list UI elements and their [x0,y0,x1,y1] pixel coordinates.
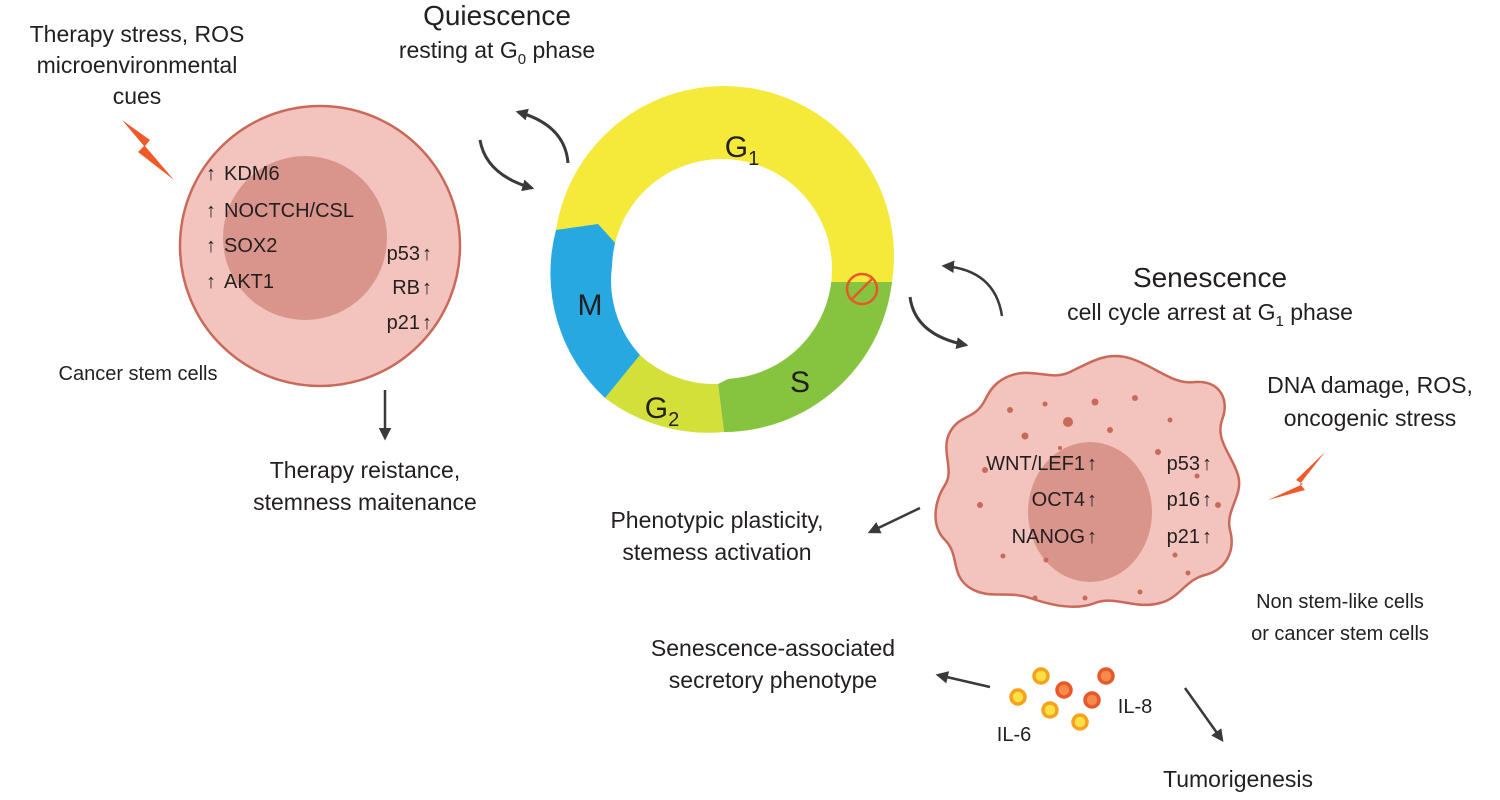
csc-gene-kdm6: KDM6 [224,163,280,185]
csc-genes-right: p53 ↑ RB ↑ p21 ↑ [387,243,432,334]
tumorigenesis-arrow [1183,687,1224,743]
sen-cell-label-line-1: Non stem-like cells [1256,591,1424,613]
phase-g1-label: G1 [725,131,759,170]
up-arrow-icon: ↑ [422,277,432,299]
csc-gene-rb: RB [392,277,420,299]
csc-stress-line-2: microenvironmental [37,52,238,78]
phase-g1-segment [556,86,894,282]
senescence-exit-arrow [941,260,1004,317]
csc-outcome-line-2: stemness maitenance [253,489,477,515]
sen-gene-p21: p21 [1167,526,1200,548]
senescence-entry-arrow [908,296,969,350]
plasticity-line-2: stemess activation [622,539,811,565]
cell-cycle-block-icon [845,272,879,306]
csc-stress-line-3: cues [113,83,162,109]
csc-gene-sox2: SOX2 [224,235,277,257]
sasp-line-1: Senescence-associated [651,635,895,661]
cytokine-il8: IL-8 [1118,696,1152,718]
plasticity-arrow [867,506,921,534]
up-arrow-icon: ↑ [1087,526,1097,548]
phase-m-segment [550,224,640,398]
cytokine-particles [1009,667,1115,731]
senescent-cell-dots [977,395,1221,601]
csc-gene-akt1: AKT1 [224,271,274,293]
up-arrow-icon: ↑ [206,163,216,185]
up-arrow-icon: ↑ [206,235,216,257]
quiescence-subtitle: resting at G0 phase [399,37,595,68]
csc-outcome-line-1: Therapy reistance, [270,457,460,483]
sen-gene-p53: p53 [1167,453,1200,475]
quiescence-entry-arrow [478,139,535,192]
up-arrow-icon: ↑ [206,200,216,222]
up-arrow-icon: ↑ [206,271,216,293]
up-arrow-icon: ↑ [1202,489,1212,511]
phase-g2-segment [605,355,724,433]
up-arrow-icon: ↑ [422,312,432,334]
csc-nucleus [223,156,387,320]
cell-cycle-ring [550,86,894,433]
lightning-icon-right [1268,452,1325,500]
phase-m-label: M [578,289,603,322]
csc-gene-p21: p21 [387,312,420,334]
senescent-nucleus [1028,442,1152,582]
quiescence-title: Quiescence [423,0,571,31]
sen-cell-label-line-2: or cancer stem cells [1251,623,1429,645]
sen-gene-p16: p16 [1167,489,1200,511]
csc-gene-p53: p53 [387,243,420,265]
up-arrow-icon: ↑ [1087,453,1097,475]
up-arrow-icon: ↑ [422,243,432,265]
sasp-line-2: secretory phenotype [669,667,877,693]
up-arrow-icon: ↑ [1202,453,1212,475]
plasticity-line-1: Phenotypic plasticity, [610,507,823,533]
quiescence-exit-arrow [515,108,570,164]
csc-gene-notch: NOCTCH/CSL [224,200,354,222]
cell-cycle-center [612,159,832,379]
senescence-title: Senescence [1133,262,1287,293]
sen-gene-nanog: NANOG [1012,526,1085,548]
csc-stress-line-1: Therapy stress, ROS [30,21,245,47]
sen-gene-oct4: OCT4 [1032,489,1085,511]
sen-gene-wnt: WNT/LEF1 [986,453,1085,475]
tumorigenesis-label: Tumorigenesis [1163,766,1313,792]
phase-s-segment [718,282,892,432]
csc-label: Cancer stem cells [59,363,218,385]
csc-genes-left: ↑ KDM6 ↑ NOCTCH/CSL ↑ SOX2 ↑ AKT1 [206,163,354,293]
phase-g2-label: G2 [645,392,679,431]
phase-s-label: S [790,366,810,399]
sen-stress-line-2: oncogenic stress [1284,405,1457,431]
senescent-genes-left: WNT/LEF1 ↑ OCT4 ↑ NANOG ↑ [986,453,1097,548]
senescent-genes-right: p53 ↑ p16 ↑ p21 ↑ [1167,453,1212,548]
sen-stress-line-1: DNA damage, ROS, [1267,372,1473,398]
sasp-arrow [935,671,991,689]
up-arrow-icon: ↑ [1202,526,1212,548]
lightning-icon-left [122,120,174,180]
senescence-subtitle: cell cycle arrest at G1 phase [1067,299,1353,330]
up-arrow-icon: ↑ [1087,489,1097,511]
cytokine-il6: IL-6 [997,724,1031,746]
csc-stress-text: Therapy stress, ROS microenvironmental c… [30,21,245,109]
